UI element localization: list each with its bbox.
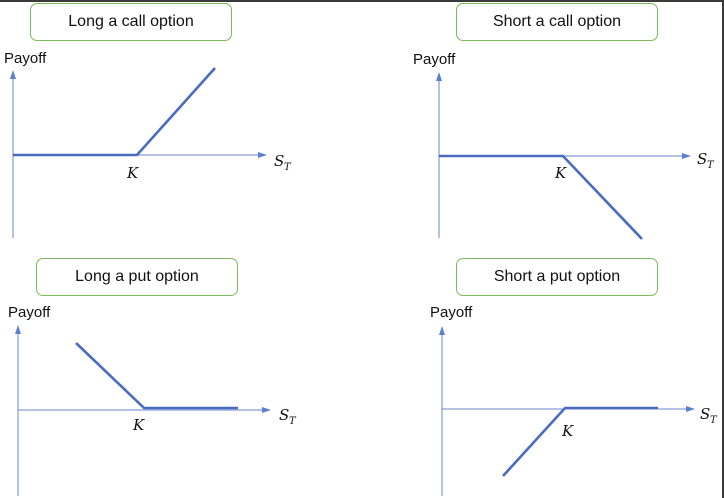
panel-long-call: Long a call option Payoff K S T (0, 0, 362, 249)
x-axis-arrowhead (682, 153, 691, 159)
panel-title: Long a call option (30, 3, 232, 41)
frame-edge-right (722, 0, 724, 498)
payoff-line (502, 406, 658, 477)
panel-short-put: Short a put option Payoff K S T (362, 249, 724, 498)
y-axis-label: Payoff (430, 304, 473, 321)
payoff-line (439, 154, 643, 240)
y-axis-arrowhead (10, 70, 16, 79)
x-axis-arrowhead (258, 152, 267, 158)
panel-long-put: Long a put option Payoff K S T (0, 249, 362, 498)
strike-label: K (554, 164, 567, 182)
panel-title: Short a call option (456, 3, 658, 41)
y-axis-arrowhead (436, 72, 442, 81)
payoff-line (13, 67, 216, 157)
strike-label: K (132, 416, 145, 434)
payoff-plot: K S T (436, 72, 715, 240)
panel-short-call: Short a call option Payoff K S T (362, 0, 724, 249)
x-axis-subscript: T (710, 415, 718, 426)
panel-title: Long a put option (36, 258, 238, 296)
y-axis-label: Payoff (413, 51, 456, 68)
frame-edge-top (0, 0, 724, 2)
y-axis-arrowhead (15, 325, 21, 334)
x-axis-arrowhead (262, 407, 271, 413)
y-axis-label: Payoff (8, 304, 51, 321)
x-axis-subscript: T (707, 160, 715, 171)
x-axis-label: S (274, 152, 284, 170)
y-axis-label: Payoff (4, 50, 47, 67)
payoff-line (75, 342, 238, 410)
x-axis-label: S (700, 405, 710, 423)
strike-label: K (561, 422, 574, 440)
x-axis-arrowhead (686, 406, 695, 412)
y-axis-arrowhead (439, 326, 445, 335)
x-axis-label: S (697, 150, 707, 168)
strike-label: K (126, 164, 139, 182)
panel-title: Short a put option (456, 258, 658, 296)
payoff-plot: K S T (439, 326, 718, 496)
payoff-plot: K S T (15, 325, 297, 496)
x-axis-subscript: T (289, 416, 297, 427)
x-axis-subscript: T (284, 162, 292, 173)
x-axis-label: S (279, 406, 289, 424)
payoff-plot: K S T (10, 67, 292, 238)
